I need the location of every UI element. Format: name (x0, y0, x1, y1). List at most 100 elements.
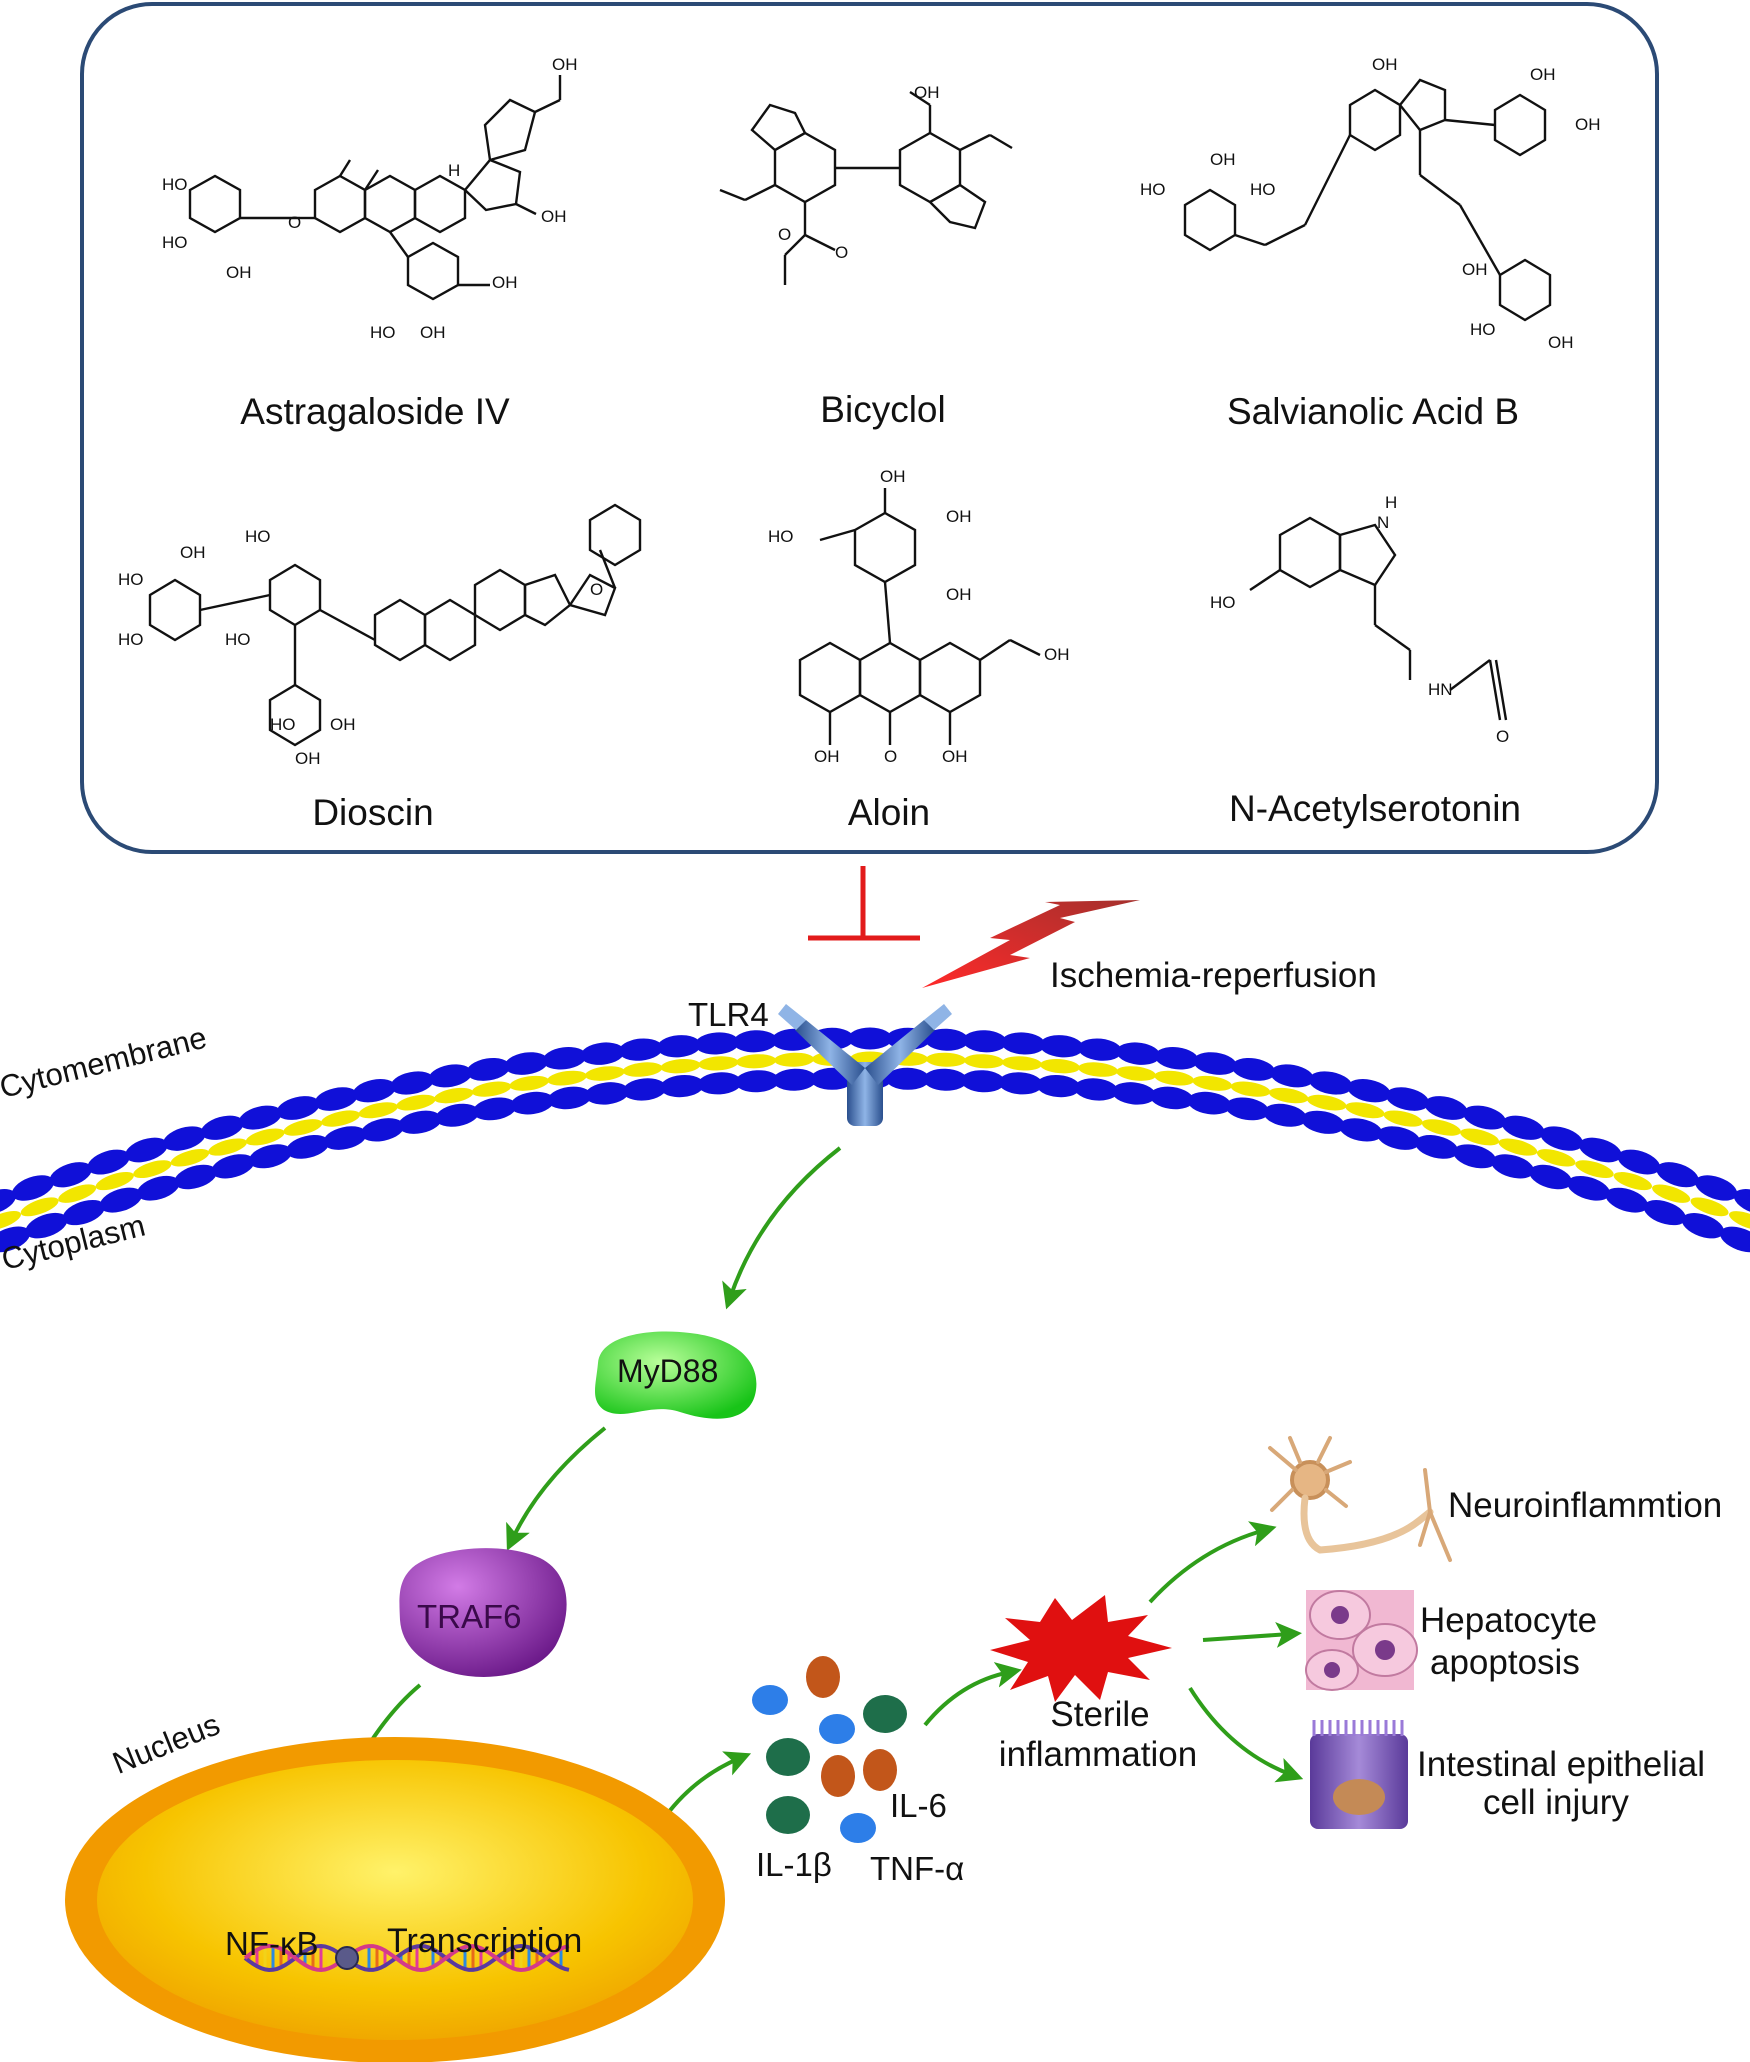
cytokine-cluster (752, 1656, 907, 1843)
lipid-head (1111, 1082, 1156, 1105)
lipid-head (772, 1068, 817, 1091)
compound-name-dioscin: Dioscin (312, 792, 434, 833)
svg-text:HO: HO (270, 715, 296, 734)
compound-name-aloin: Aloin (847, 792, 931, 833)
n-acetylserotonin-atoms: H N HO HN O (1210, 493, 1509, 746)
lipid-head (25, 1212, 68, 1239)
aloin-structure (798, 488, 1041, 745)
lipid-tail (1383, 1110, 1423, 1127)
lipid-tail (963, 1054, 1004, 1069)
lipid-head (1001, 1032, 1046, 1055)
lipid-head (49, 1162, 92, 1188)
lipid-head (1453, 1144, 1497, 1169)
lipid-head (1116, 1042, 1161, 1065)
n-acetylserotonin-structure (1249, 516, 1508, 721)
lipid-head (11, 1175, 54, 1201)
svg-text:O: O (590, 580, 603, 599)
lipid-head (1720, 1226, 1750, 1253)
lipid-head (352, 1079, 396, 1103)
lipid-head (510, 1091, 554, 1115)
lipid-head (1656, 1162, 1699, 1188)
lipid-tail (1421, 1119, 1461, 1136)
lipid-head (211, 1154, 255, 1179)
lipid-head (323, 1126, 367, 1150)
lipid-head (1347, 1079, 1391, 1103)
lipid-head (0, 1189, 17, 1215)
svg-text:OH: OH (946, 585, 972, 604)
sterile-label-line1: Sterile (1050, 1695, 1150, 1734)
svg-text:OH: OH (552, 55, 578, 74)
lipid-head (87, 1149, 130, 1175)
lipid-head (885, 1067, 930, 1090)
lipid-tail (660, 1058, 701, 1074)
svg-text:OH: OH (814, 747, 840, 766)
svg-text:HO: HO (118, 630, 144, 649)
svg-text:HO: HO (1210, 593, 1236, 612)
svg-text:OH: OH (1548, 333, 1574, 352)
tnf-alpha-icon (752, 1685, 788, 1715)
lipid-head (547, 1086, 592, 1110)
lipid-head (735, 1070, 780, 1093)
tnf-alpha-icon (840, 1813, 876, 1843)
svg-text:HO: HO (370, 323, 396, 342)
bicyclol-structure (719, 90, 1013, 285)
dna-helix-icon (243, 1943, 570, 1973)
lipid-head (1193, 1052, 1237, 1075)
tlr4-receptor-icon (778, 1004, 952, 1126)
lipid-head (163, 1126, 206, 1151)
lipid-tail (622, 1062, 663, 1077)
svg-text:HO: HO (245, 527, 271, 546)
salvianolic-acid-b-atoms: OH OH OH OH HO HO OH HO OH (1140, 55, 1601, 352)
svg-text:OH: OH (492, 273, 518, 292)
svg-text:O: O (835, 243, 848, 262)
lipid-head (580, 1042, 625, 1065)
il1b-icon (863, 1695, 907, 1733)
lipid-head (1605, 1187, 1648, 1213)
lipid-head (1078, 1038, 1122, 1061)
lipid-head (0, 1226, 31, 1253)
lipid-head (1225, 1097, 1270, 1121)
outcome-intestinal-line1: Intestinal epithelial (1417, 1745, 1705, 1784)
lipid-head (1733, 1189, 1750, 1215)
compound-panel (80, 2, 1659, 854)
transcription-label: Transcription (387, 1922, 583, 1960)
lipid-head (1424, 1096, 1468, 1120)
lipid-head (286, 1134, 330, 1159)
dna-strand (243, 1943, 570, 1973)
lipid-head (1270, 1064, 1314, 1088)
arrow-tlr4-myd88 (722, 1146, 842, 1310)
svg-text:HO: HO (768, 527, 794, 546)
lipid-head (1540, 1126, 1584, 1151)
il6-icon (863, 1749, 897, 1791)
svg-text:HO: HO (118, 570, 144, 589)
lipid-head (1617, 1149, 1661, 1175)
svg-text:OH: OH (880, 467, 906, 486)
lipid-tail (1613, 1172, 1652, 1191)
neuron-icon (1268, 1436, 1452, 1562)
bicyclol-atoms: OH O O (778, 83, 940, 262)
lipid-tail (358, 1102, 398, 1119)
svg-text:OH: OH (914, 83, 940, 102)
lipid-head (1339, 1118, 1383, 1142)
lipid-head (238, 1105, 282, 1130)
arrow-cytokines-sterile (923, 1662, 1022, 1727)
lipid-tail (1652, 1184, 1691, 1203)
lipid-head (1491, 1154, 1535, 1179)
lipid-tail (1536, 1149, 1576, 1167)
lipid-tail (698, 1056, 739, 1071)
svg-text:OH: OH (541, 207, 567, 226)
inhibition-symbol (808, 866, 920, 941)
aloin-atoms: OH OH HO OH OH OH O OH (768, 467, 1070, 766)
svg-text:OH: OH (1462, 260, 1488, 279)
lipid-head (1074, 1078, 1119, 1101)
dioscin-atoms: HO HO OH HO HO HO OH OH O (118, 527, 603, 768)
lipid-tail (133, 1160, 172, 1179)
svg-text:HO: HO (162, 233, 188, 252)
lipid-tail (1116, 1066, 1156, 1081)
lipid-head (62, 1199, 105, 1226)
lipid-head (1263, 1103, 1307, 1127)
lipid-tail (1690, 1197, 1729, 1217)
lipid-head (1695, 1175, 1738, 1201)
svg-text:O: O (288, 213, 301, 232)
lipid-tail (471, 1081, 512, 1097)
